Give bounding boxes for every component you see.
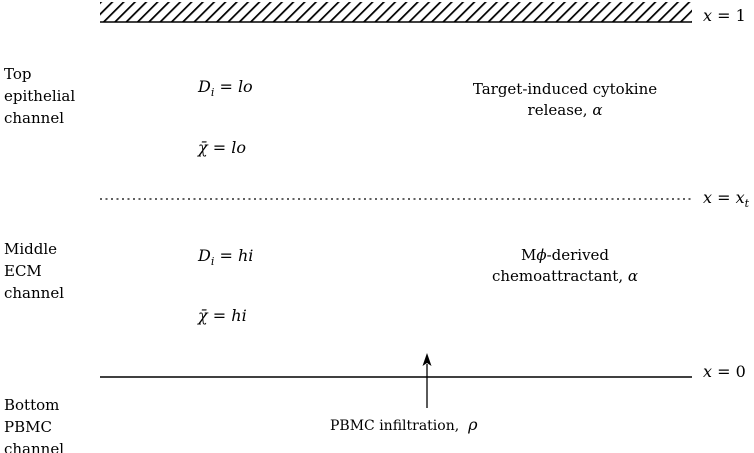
middle-source-phi: ϕ: [536, 246, 547, 264]
channel-top-line-2: epithelial: [4, 87, 76, 105]
channel-middle-line-2: ECM: [4, 262, 42, 280]
boundary-top-rhs: 1: [735, 6, 746, 25]
infiltration-arrow-head: [422, 353, 432, 366]
infiltration-label: PBMC infiltration, ρ: [330, 414, 478, 437]
middle-chemotaxis-symbol: χ̄: [198, 306, 208, 325]
boundary-bottom-lhs: x: [703, 362, 713, 381]
top-diffusion-value: lo: [237, 77, 253, 96]
boundary-bottom-rhs: 0: [735, 362, 746, 381]
middle-chemotaxis-eq: χ̄ = hi: [198, 306, 247, 325]
middle-source-label: Mϕ-derived chemoattractant, α: [480, 245, 650, 287]
channel-bottom-line-1: Bottom: [4, 396, 60, 414]
boundary-interface-rhs: x: [735, 188, 745, 207]
channel-label-bottom: Bottom PBMC channel: [4, 394, 64, 453]
channel-bottom-line-3: channel: [4, 440, 64, 453]
infiltration-text: PBMC infiltration,: [330, 418, 469, 434]
top-diffusion-eq: Di = lo: [198, 77, 253, 100]
infiltration-symbol: ρ: [468, 415, 478, 434]
top-wall-hatch: [100, 2, 692, 22]
middle-diffusion-value: hi: [237, 246, 254, 265]
channel-middle-line-3: channel: [4, 284, 64, 302]
top-chemotaxis-value: lo: [231, 138, 247, 157]
middle-diffusion-symbol: D: [198, 246, 211, 265]
middle-diffusion-eq: Di = hi: [198, 246, 254, 269]
top-chemotaxis-symbol: χ̄: [198, 138, 208, 157]
top-source-line-2: release,: [527, 101, 593, 119]
boundary-top-lhs: x: [703, 6, 713, 25]
top-chemotaxis-eq: χ̄ = lo: [198, 138, 247, 157]
top-source-symbol: α: [592, 101, 603, 119]
channel-label-top: Top epithelial channel: [4, 63, 75, 129]
top-diffusion-symbol: D: [198, 77, 211, 96]
label-x-equals-0: x = 0: [703, 362, 746, 381]
top-diffusion-sub: i: [210, 86, 215, 100]
channel-middle-line-1: Middle: [4, 240, 58, 258]
channel-bottom-line-2: PBMC: [4, 418, 52, 436]
middle-source-line-2: chemoattractant,: [491, 267, 628, 285]
channel-top-line-1: Top: [4, 65, 32, 83]
channel-top-line-3: channel: [4, 109, 64, 127]
middle-chemotaxis-value: hi: [231, 306, 247, 325]
middle-diffusion-sub: i: [210, 255, 215, 269]
middle-source-derived: -derived: [546, 246, 610, 264]
boundary-interface-sub: t: [744, 197, 750, 211]
label-x-equals-1: x = 1: [703, 6, 746, 25]
boundary-interface-lhs: x: [703, 188, 713, 207]
channel-label-middle: Middle ECM channel: [4, 238, 64, 304]
middle-source-m: M: [520, 246, 537, 264]
top-source-line-1: Target-induced cytokine: [472, 80, 658, 98]
middle-source-symbol: α: [627, 267, 639, 285]
label-x-equals-xt: x = xt: [703, 188, 750, 211]
top-source-label: Target-induced cytokine release, α: [460, 79, 670, 121]
